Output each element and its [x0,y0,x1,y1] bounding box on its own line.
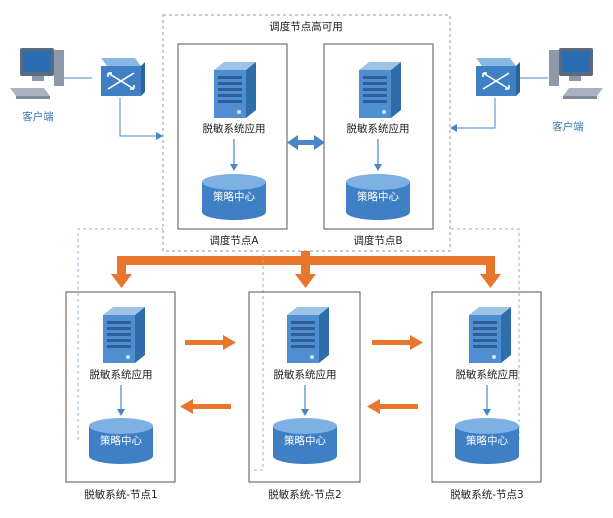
worker-1-app-label: 脱敏系统应用 [90,368,153,381]
switch-icon [475,57,521,97]
server-icon [359,62,401,118]
worker-node-2-box [248,291,361,483]
heartbeat-dashed-lines [77,228,520,471]
server-icon [469,307,511,363]
dispatch-bus-arrows [111,251,501,288]
client-right-label: 客户端 [552,120,584,133]
worker-node-3-box [431,291,542,483]
computer-icon [10,48,64,99]
node-b-db-label: 策略中心 [357,190,399,203]
node-a-label: 调度节点A [209,234,259,247]
worker-3-label: 脱敏系统-节点3 [450,488,523,501]
node-a-db-label: 策略中心 [213,190,255,203]
switch-icon [100,57,146,97]
arrowhead-icon [483,409,491,416]
worker-2-label: 脱敏系统-节点2 [268,488,341,501]
dispatch-ha-title: 调度节点高可用 [269,20,343,33]
arrowhead-icon [374,164,382,171]
client-left-label: 客户端 [22,110,54,123]
arrowhead-icon [230,164,238,171]
worker-node-1-box [65,291,176,483]
worker-3-app-label: 脱敏系统应用 [456,368,519,381]
switch-left-to-dispatch [119,98,158,137]
arrowhead-icon [117,409,125,416]
arrowhead-icon [301,409,309,416]
arrowhead-icon [450,124,457,132]
node-a-app-label: 脱敏系统应用 [203,122,266,135]
arrowhead-icon [156,132,163,140]
node-b-label: 调度节点B [353,234,402,247]
computer-icon [549,48,603,99]
worker-1-db-label: 策略中心 [100,434,142,447]
server-icon [214,62,256,118]
worker-3-db-label: 策略中心 [466,434,508,447]
worker-2-app-label: 脱敏系统应用 [274,368,337,381]
worker-sync-arrows [180,335,423,414]
server-icon [103,307,145,363]
node-b-app-label: 脱敏系统应用 [347,122,410,135]
worker-2-db-label: 策略中心 [284,434,326,447]
switch-right-to-dispatch [456,98,496,129]
worker-1-label: 脱敏系统-节点1 [84,488,157,501]
server-icon [287,307,329,363]
ha-sync-arrow [287,135,325,150]
